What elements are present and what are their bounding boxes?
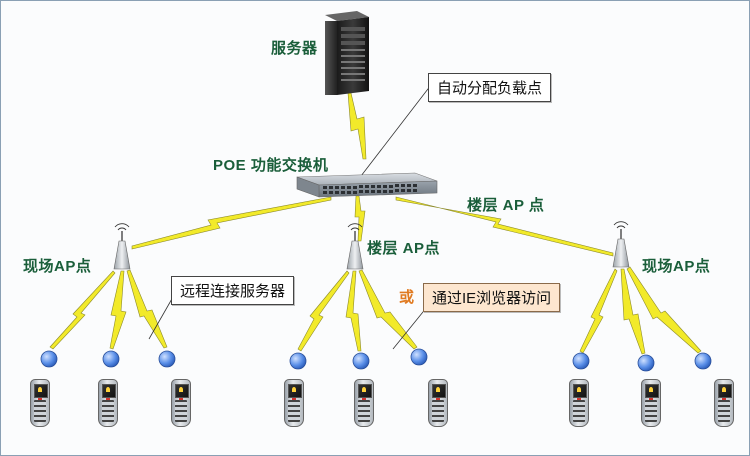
link-switch-left-ap bbox=[131, 196, 332, 250]
node-icon bbox=[158, 350, 176, 368]
link-right-ap-node2 bbox=[620, 268, 646, 355]
node-icon bbox=[352, 352, 370, 370]
link-left-ap-node3 bbox=[126, 269, 168, 349]
handheld-terminal-icon bbox=[714, 379, 734, 427]
node-icon bbox=[694, 352, 712, 370]
ap-center-icon bbox=[346, 223, 364, 270]
handheld-terminal-icon bbox=[641, 379, 661, 427]
link-left-ap-node2 bbox=[109, 270, 127, 350]
site-ap-left-label: 现场AP点 bbox=[23, 258, 92, 275]
remote-connect-callout: 远程连接服务器 bbox=[171, 276, 295, 305]
link-center-ap-node3 bbox=[358, 269, 418, 350]
server-tower-icon bbox=[325, 11, 369, 95]
ap-right-icon bbox=[612, 221, 630, 268]
link-right-ap-node3 bbox=[626, 266, 702, 354]
node-icon bbox=[102, 350, 120, 368]
handheld-terminal-icon bbox=[98, 379, 118, 427]
leader-ie-access bbox=[392, 306, 428, 350]
handheld-terminal-icon bbox=[569, 379, 589, 427]
node-icon bbox=[572, 352, 590, 370]
link-server-switch bbox=[347, 92, 367, 160]
poe-switch-icon bbox=[296, 172, 438, 198]
floor-ap-center-label: 楼层 AP点 bbox=[367, 240, 441, 257]
auto-load-callout: 自动分配负载点 bbox=[428, 73, 552, 102]
node-icon bbox=[637, 354, 655, 372]
leader-auto-load bbox=[360, 84, 432, 177]
link-left-ap-node1 bbox=[49, 270, 116, 350]
link-right-ap-node1 bbox=[579, 268, 618, 354]
site-ap-right-label: 现场AP点 bbox=[642, 258, 711, 275]
client-nodes bbox=[40, 348, 712, 372]
node-icon bbox=[40, 350, 58, 368]
link-center-ap-node2 bbox=[345, 270, 362, 352]
handheld-terminal-icon bbox=[428, 379, 448, 427]
link-switch-right-ap bbox=[395, 196, 614, 257]
link-center-ap-node1 bbox=[297, 270, 350, 352]
leader-remote-connect bbox=[148, 296, 174, 340]
poe-switch-label: POE 功能交换机 bbox=[213, 157, 329, 174]
lightning-links bbox=[49, 92, 702, 355]
ap-left-icon bbox=[113, 223, 131, 270]
handheld-terminal-icon bbox=[354, 379, 374, 427]
handheld-terminal-icon bbox=[171, 379, 191, 427]
node-icon bbox=[410, 348, 428, 366]
ie-access-callout: 通过IE浏览器访问 bbox=[423, 283, 561, 312]
handheld-terminal-icon bbox=[284, 379, 304, 427]
server-label: 服务器 bbox=[271, 40, 318, 57]
floor-ap-right-label: 楼层 AP 点 bbox=[467, 197, 545, 214]
or-word: 或 bbox=[399, 289, 415, 306]
link-switch-center-ap bbox=[354, 195, 366, 242]
node-icon bbox=[289, 352, 307, 370]
handheld-terminal-icon bbox=[30, 379, 50, 427]
callout-leaders bbox=[148, 84, 432, 350]
